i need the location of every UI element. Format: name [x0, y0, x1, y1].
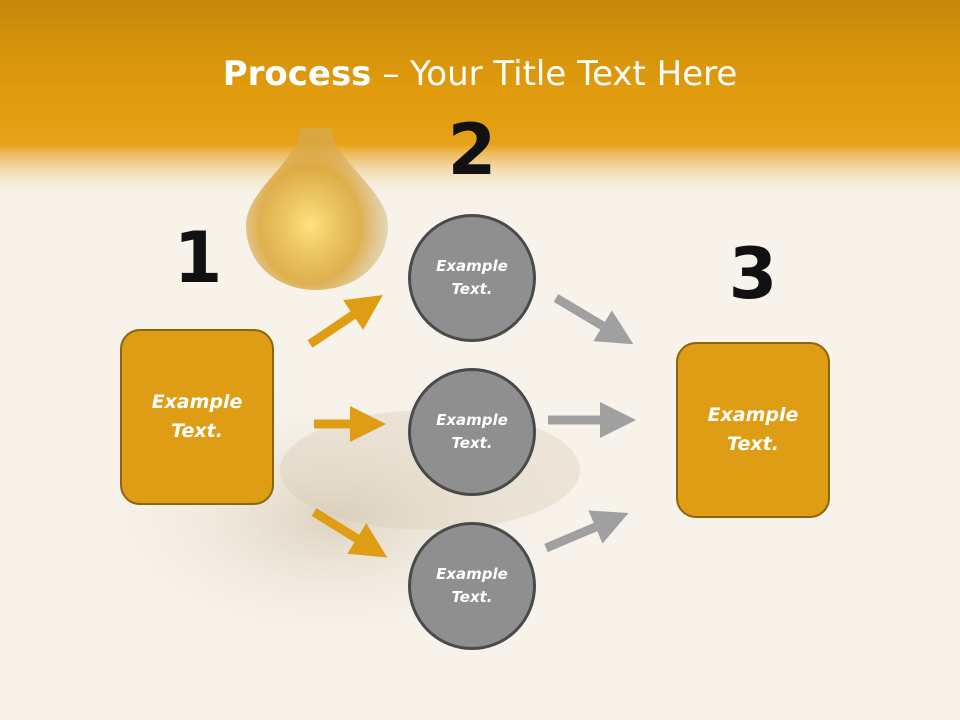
slide-title: Process – Your Title Text Here — [0, 52, 960, 96]
step-2-circle-1-text: Example Text. — [436, 257, 508, 298]
step-1-box: Example Text. — [120, 329, 274, 505]
step-2-circle-3-text: Example Text. — [436, 565, 508, 606]
arrow-2c-to-3 — [544, 510, 629, 553]
title-bold: Process — [222, 54, 372, 94]
arrow-2a-to-3 — [553, 294, 634, 345]
step-2-circle-1: Example Text. — [408, 214, 536, 342]
arrow-1-to-2c — [311, 508, 388, 558]
step-3-box: Example Text. — [676, 342, 830, 518]
step-2-number: 2 — [447, 109, 497, 191]
step-1-number: 1 — [173, 217, 223, 299]
step-3-text: Example Text. — [707, 404, 799, 455]
step-2-circle-2-text: Example Text. — [436, 411, 508, 452]
step-3-number: 3 — [728, 233, 778, 315]
arrow-1-to-2a — [307, 294, 383, 348]
step-1-text: Example Text. — [151, 391, 243, 442]
title-rest: – Your Title Text Here — [371, 54, 738, 94]
step-2-circle-3: Example Text. — [408, 522, 536, 650]
step-2-circle-2: Example Text. — [408, 368, 536, 496]
